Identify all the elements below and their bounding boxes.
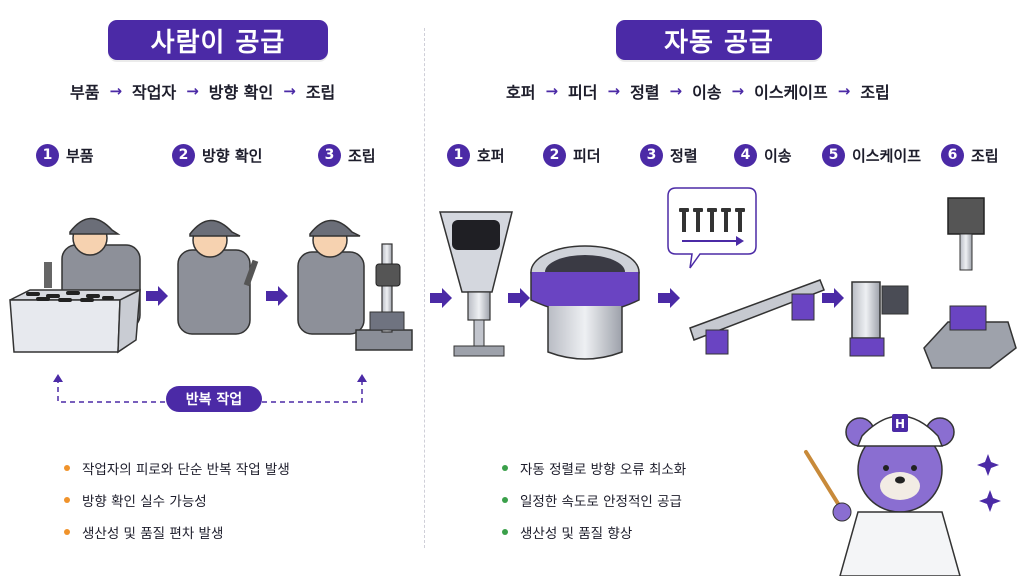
right-bullets: 자동 정렬로 방향 오류 최소화 일정한 속도로 안정적인 공급 생산성 및 품… xyxy=(502,452,686,548)
bullet-dot xyxy=(502,529,508,535)
right-flow-5: 이스케이프 xyxy=(754,83,828,102)
bullet-dot xyxy=(502,465,508,471)
left-step-3: 3 조립 xyxy=(318,143,376,167)
bullet-text: 자동 정렬로 방향 오류 최소화 xyxy=(520,462,687,478)
step-badge: 6 xyxy=(941,143,964,167)
bullet-dot xyxy=(64,497,70,503)
step-badge: 5 xyxy=(822,143,845,167)
right-step-2: 2 피더 xyxy=(543,143,601,167)
bullet-text: 생산성 및 품질 편차 발생 xyxy=(82,526,224,542)
arrow-icon: → xyxy=(109,82,123,100)
hopper xyxy=(439,211,513,357)
step-label: 조립 xyxy=(348,146,376,165)
step-label: 부품 xyxy=(66,146,94,165)
bullet-dot xyxy=(502,497,508,503)
arrow-icon: → xyxy=(283,82,296,100)
bullet-text: 작업자의 피로와 단순 반복 작업 발생 xyxy=(82,462,290,478)
linear-feeder xyxy=(689,279,825,355)
arrow-icon: → xyxy=(545,82,559,100)
right-step-1: 1 호퍼 xyxy=(447,143,505,167)
left-step-1: 1 부품 xyxy=(36,143,94,167)
right-flow-1: 호퍼 xyxy=(506,83,536,102)
right-flow-2: 피더 xyxy=(568,83,598,102)
left-flow-1: 부품 xyxy=(70,83,100,102)
bear-mascot: H xyxy=(804,414,961,576)
step-badge: 1 xyxy=(36,143,59,167)
loop-label: 반복 작업 xyxy=(166,386,262,412)
left-flow-3: 방향 확인 xyxy=(208,83,274,102)
step-label: 정렬 xyxy=(670,146,698,165)
parts-bin xyxy=(9,288,141,354)
step-badge: 2 xyxy=(172,143,195,167)
list-item: 자동 정렬로 방향 오류 최소화 xyxy=(502,452,686,484)
left-flow-4: 조립 xyxy=(305,83,336,102)
step-label: 조립 xyxy=(971,146,999,165)
arrow-icon: → xyxy=(669,82,683,100)
loop-path xyxy=(57,378,363,403)
right-flow-6: 조립 xyxy=(860,83,890,102)
left-flow: 부품 → 작업자 → 방향 확인 → 조립 xyxy=(70,78,335,104)
left-flow-2: 작업자 xyxy=(132,83,177,102)
right-step-5: 5 이스케이프 xyxy=(822,143,921,167)
worker-figure xyxy=(297,219,365,335)
step-badge: 1 xyxy=(447,143,470,167)
step-badge: 4 xyxy=(734,143,757,167)
right-flow-4: 이송 xyxy=(692,83,722,102)
bowl-feeder xyxy=(530,245,640,360)
loop-arrowheads xyxy=(53,374,367,382)
list-item: 생산성 및 품질 향상 xyxy=(502,516,686,548)
flow-arrows xyxy=(146,286,844,308)
section-divider xyxy=(424,28,425,548)
step-label: 호퍼 xyxy=(477,146,505,165)
step-label: 피더 xyxy=(573,146,601,165)
step-label: 이스케이프 xyxy=(852,146,922,165)
press-machine xyxy=(355,243,413,351)
arrow-icon: → xyxy=(731,82,745,100)
list-item: 일정한 속도로 안정적인 공급 xyxy=(502,484,686,516)
bullet-text: 생산성 및 품질 향상 xyxy=(520,526,633,542)
step-badge: 2 xyxy=(543,143,566,167)
left-title: 사람이 공급 xyxy=(108,20,328,60)
list-item: 작업자의 피로와 단순 반복 작업 발생 xyxy=(64,452,290,484)
right-flow-3: 정렬 xyxy=(630,83,660,102)
right-step-4: 4 이송 xyxy=(734,143,792,167)
bullet-dot xyxy=(64,529,70,535)
right-step-3: 3 정렬 xyxy=(640,143,698,167)
list-item: 생산성 및 품질 편차 발생 xyxy=(64,516,290,548)
bullet-dot xyxy=(64,465,70,471)
escapement xyxy=(849,281,909,357)
step-badge: 3 xyxy=(318,143,341,167)
step-label: 이송 xyxy=(764,146,792,165)
sparkle-icon xyxy=(977,454,1001,512)
bullet-text: 방향 확인 실수 가능성 xyxy=(82,494,207,510)
arrow-icon: → xyxy=(837,82,851,100)
left-step-2: 2 방향 확인 xyxy=(172,143,262,167)
right-title: 자동 공급 xyxy=(616,20,822,60)
right-step-6: 6 조립 xyxy=(941,143,999,167)
left-bullets: 작업자의 피로와 단순 반복 작업 발생 방향 확인 실수 가능성 생산성 및 … xyxy=(64,452,290,548)
process-illustration: H xyxy=(9,187,1017,576)
right-flow: 호퍼 → 피더 → 정렬 → 이송 → 이스케이프 → 조립 xyxy=(506,78,890,104)
step-badge: 3 xyxy=(640,143,663,167)
list-item: 방향 확인 실수 가능성 xyxy=(64,484,290,516)
bullet-text: 일정한 속도로 안정적인 공급 xyxy=(520,494,682,510)
aligned-parts-bubble xyxy=(667,187,757,269)
worker-figure xyxy=(177,219,259,335)
arrow-icon: → xyxy=(607,82,621,100)
arrow-icon: → xyxy=(186,82,199,100)
assembly-station xyxy=(923,197,1017,369)
step-label: 방향 확인 xyxy=(202,146,263,165)
mascot-cap-letter: H xyxy=(895,417,905,431)
